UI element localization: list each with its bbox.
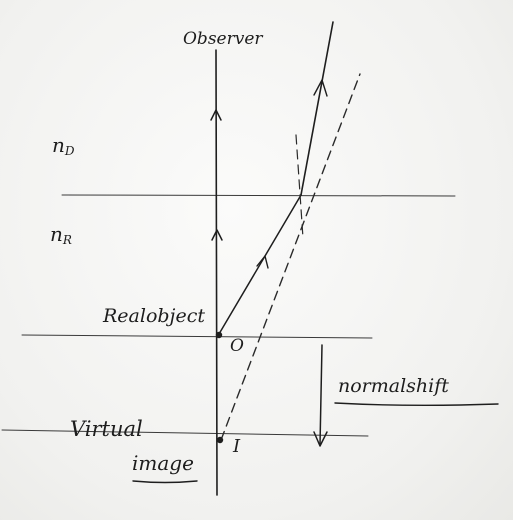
medium-top-symbol: n [52,133,65,157]
emergent-ray-arrow [313,79,328,97]
axis-arrow-lower [211,229,223,241]
image-dot [216,436,224,444]
incident-ray-arrow [256,255,269,269]
virtual-label: Virtual [70,417,143,441]
object-dot [215,331,223,339]
virtual-image-underline [132,480,198,484]
medium-top-label: nD [52,133,75,158]
emergent-ray [300,21,334,196]
medium-bottom-subscript: R [62,233,72,247]
image-point-label: I [232,436,241,457]
medium-bottom-label: nR [50,222,72,247]
axis-arrow-upper [210,109,222,121]
interface-line [61,194,456,197]
real-object-label: Realobject [102,305,205,327]
normal-axis [215,49,218,496]
normal-shift-arrowhead [313,431,328,447]
incident-ray [218,194,302,335]
normal-shift-label: normalshift [338,375,449,397]
local-normal [295,134,304,239]
observer-label: Observer [183,29,263,49]
medium-top-subscript: D [64,144,75,158]
image-level-line [1,429,369,437]
normal-shift-arrow-shaft [319,344,323,446]
medium-bottom-symbol: n [50,222,63,246]
object-point-label: O [230,336,244,356]
object-level-line [21,334,373,339]
normal-shift-underline [334,402,499,406]
image-label: image [132,451,194,475]
virtual-ray-extension [220,73,361,441]
